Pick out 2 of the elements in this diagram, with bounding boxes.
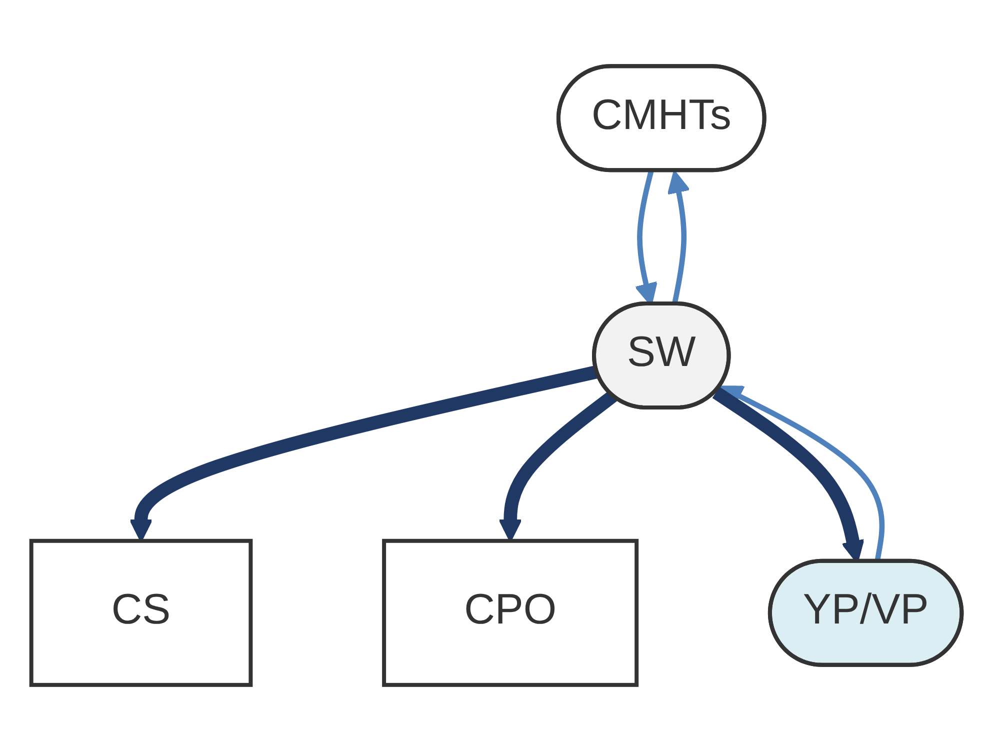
- node-box: CPO: [382, 538, 639, 687]
- node-box: CS: [29, 538, 253, 687]
